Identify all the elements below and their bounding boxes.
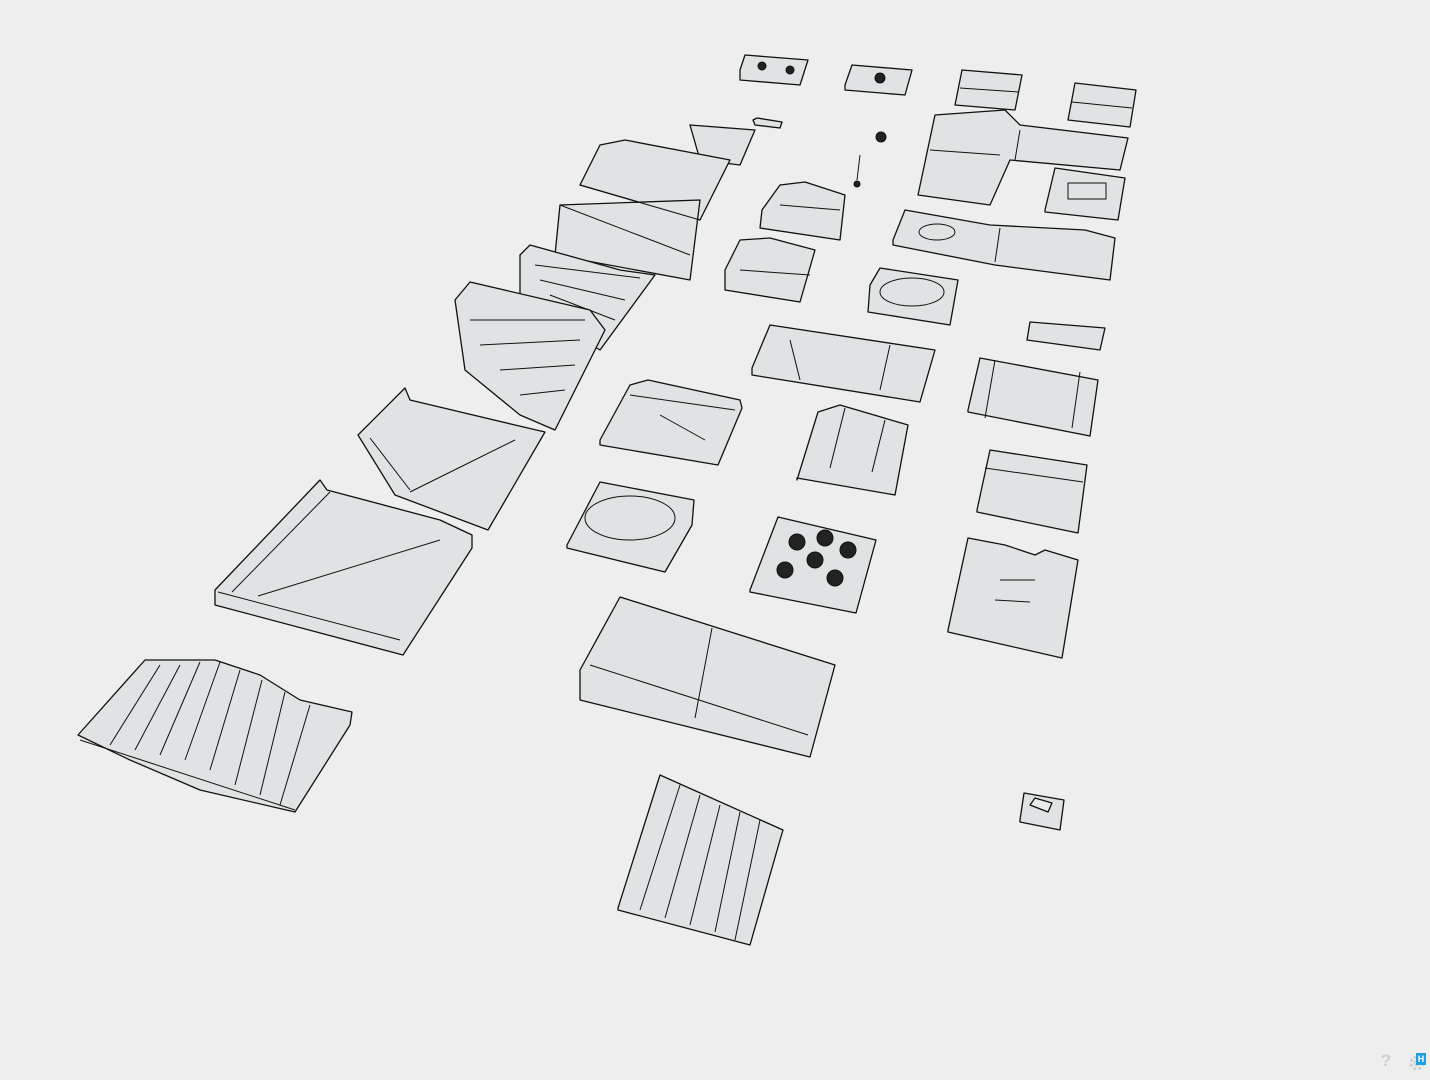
model-round-pool-large[interactable] <box>566 481 695 573</box>
model-light-fixture[interactable] <box>853 131 887 188</box>
settings-badge: H <box>1416 1053 1426 1065</box>
model-pool-single-seat[interactable] <box>844 64 913 96</box>
model-pool-double-seat[interactable] <box>739 54 809 86</box>
model-small-block[interactable] <box>752 117 783 129</box>
question-mark-icon[interactable]: ? <box>1380 1051 1392 1070</box>
model-L-landing[interactable] <box>357 387 546 531</box>
model-small-tile[interactable] <box>1019 792 1065 831</box>
model-curved-stair[interactable] <box>77 659 353 813</box>
model-stepping-stones[interactable] <box>749 516 877 614</box>
model-hot-tub-square[interactable] <box>724 237 816 303</box>
model-triangle-landing[interactable] <box>599 379 743 466</box>
model-mini-stair[interactable] <box>1026 321 1106 351</box>
model-straight-stair-small[interactable] <box>617 774 784 946</box>
model-round-pool-small[interactable] <box>867 267 959 326</box>
model-channel-stair[interactable] <box>796 404 909 496</box>
model-square-landing[interactable] <box>214 479 473 656</box>
gear-icon[interactable]: H <box>1408 1053 1426 1071</box>
model-plain-slab[interactable] <box>976 449 1088 534</box>
model-hot-tub-curved[interactable] <box>759 181 846 241</box>
viewport-corner-controls: ? H <box>1360 1040 1430 1080</box>
model-pool-with-ramp[interactable] <box>892 209 1116 281</box>
model-double-ramp[interactable] <box>579 596 836 758</box>
model-ramp-with-steps[interactable] <box>751 324 936 403</box>
model-spiral-stair-large[interactable] <box>454 281 606 431</box>
model-bridge-landing[interactable] <box>967 357 1099 437</box>
model-step-block-a[interactable] <box>954 69 1023 111</box>
model-stair-assembly[interactable] <box>917 109 1129 206</box>
model-cross-landing[interactable] <box>947 537 1079 659</box>
model-step-block-b[interactable] <box>1067 82 1137 128</box>
model-rectangular-pool[interactable] <box>1044 167 1126 221</box>
model-straight-stair-top[interactable] <box>554 124 756 281</box>
